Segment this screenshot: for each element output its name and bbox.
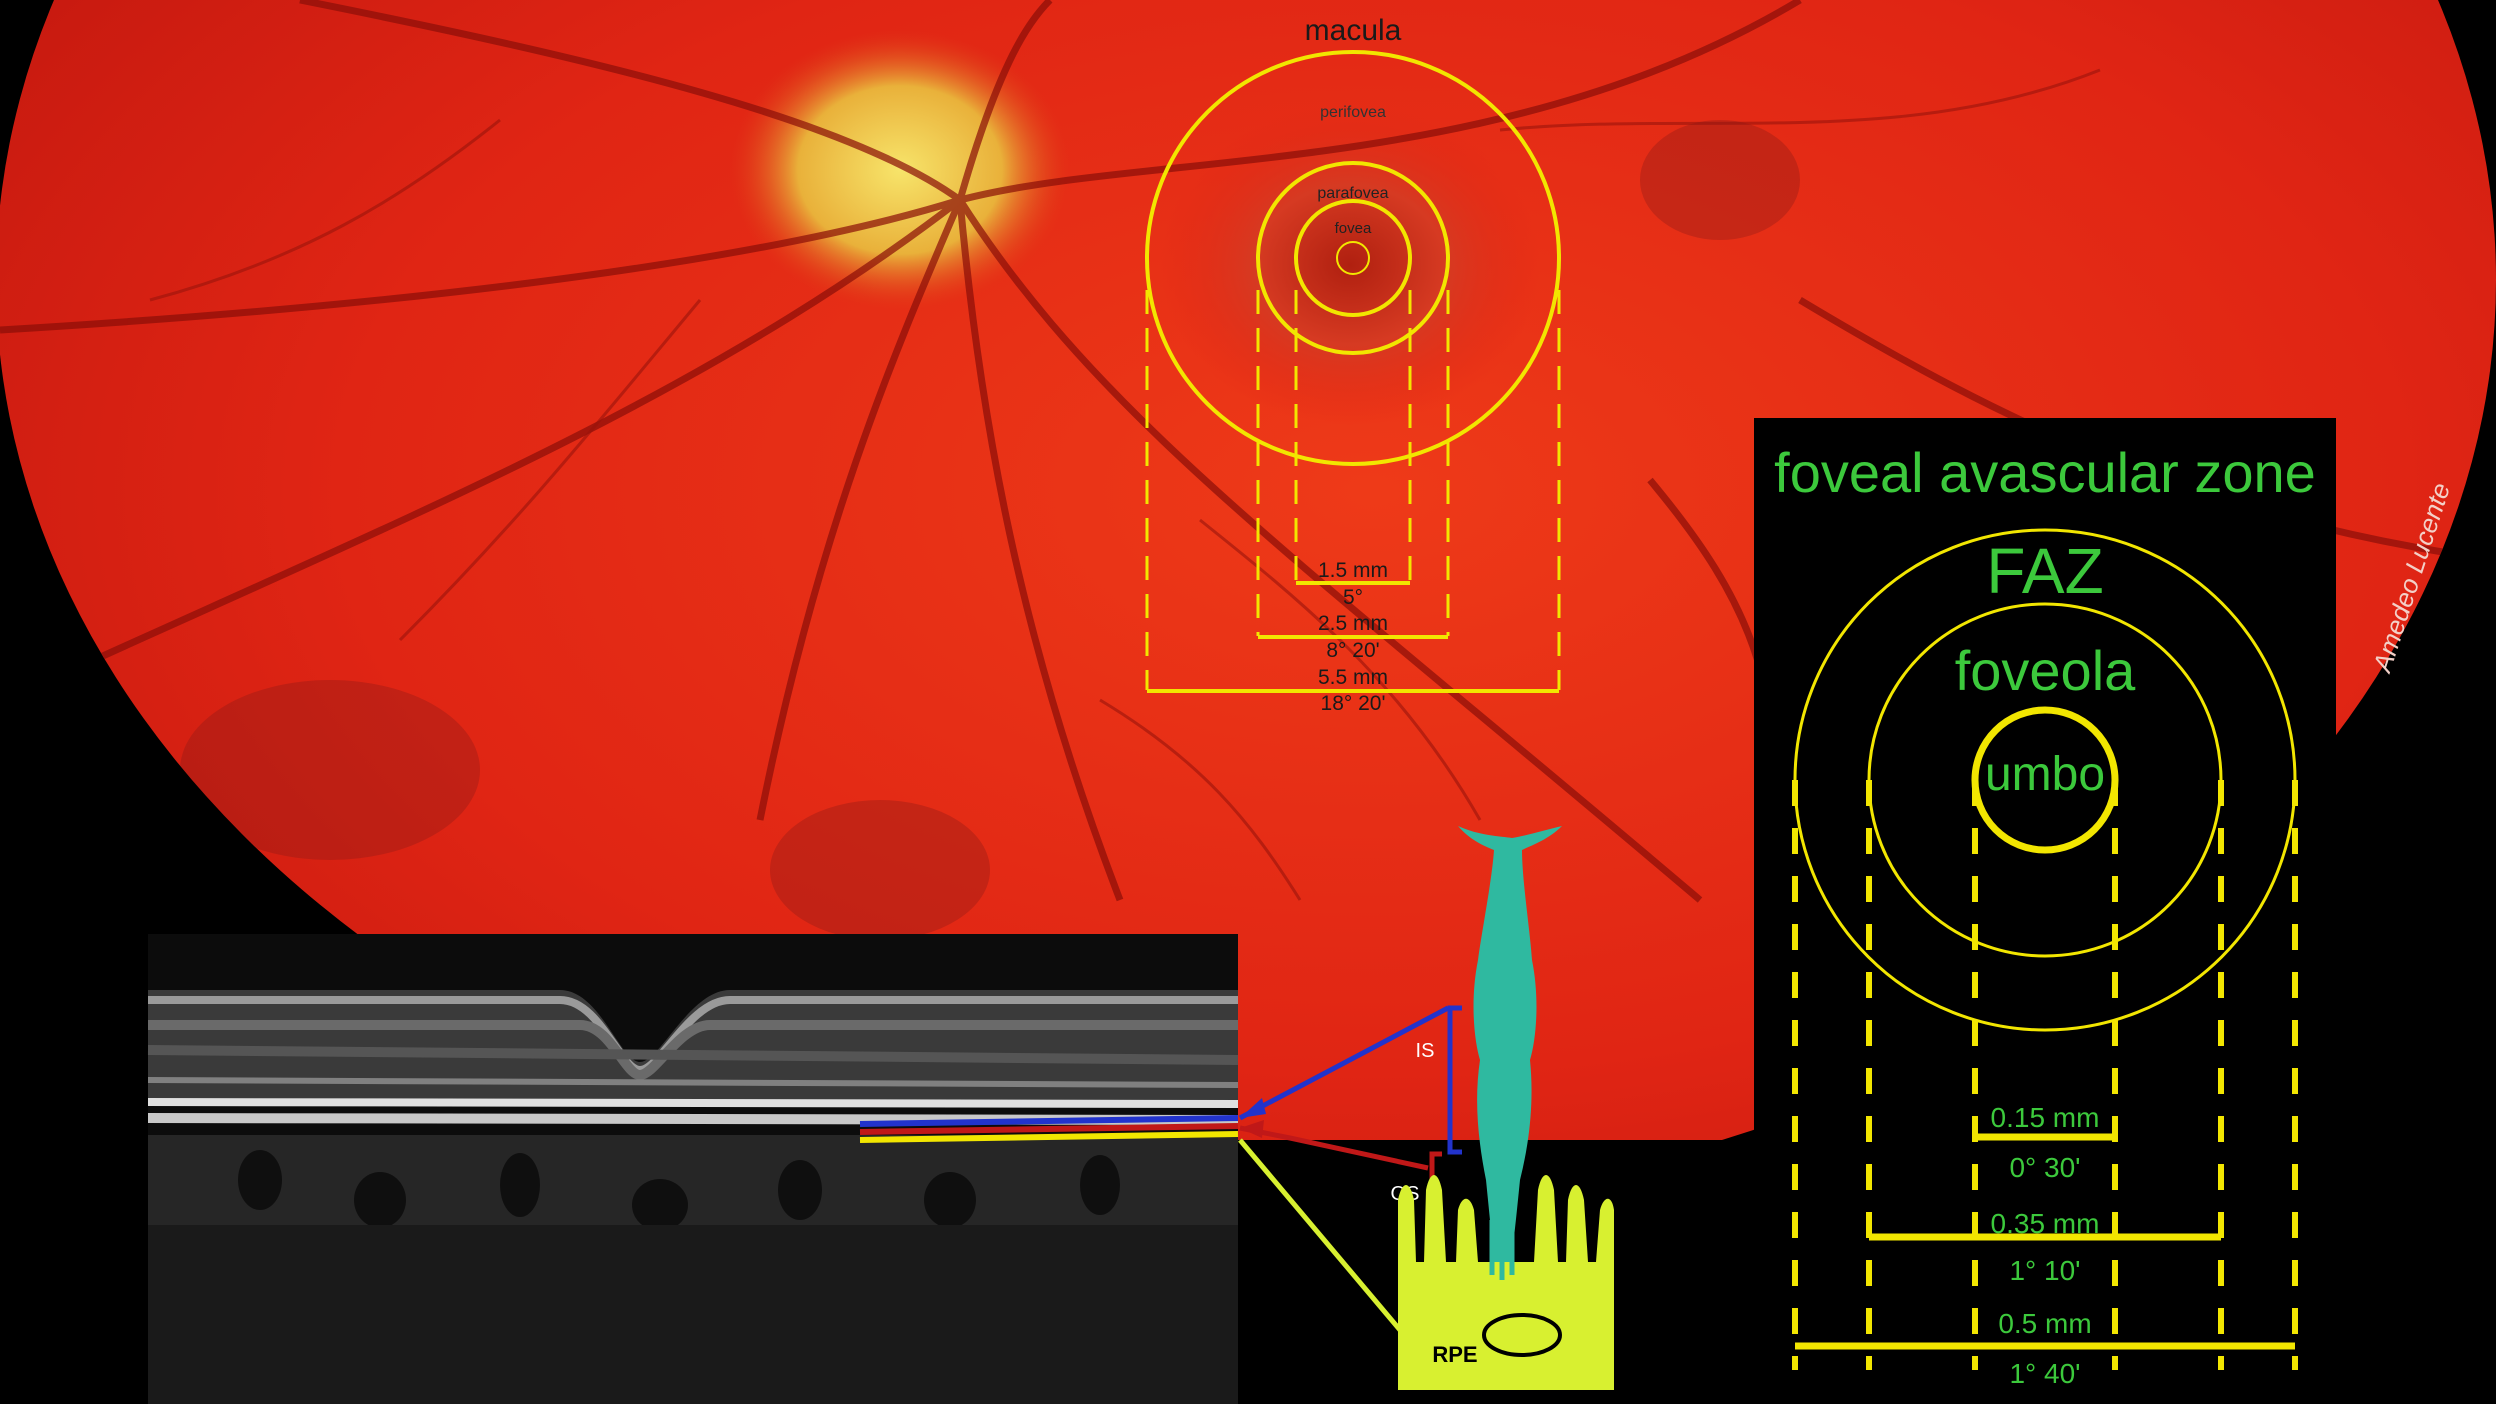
macula-angle-2: 8° 20' — [1326, 639, 1379, 662]
parafovea-label: parafovea — [1317, 185, 1388, 202]
faz-label: FAZ — [1986, 535, 2103, 607]
faz-measure-2: 0.35 mm — [1991, 1208, 2100, 1239]
foveola-label: foveola — [1955, 639, 2136, 702]
macula-measure-1: 1.5 mm — [1318, 559, 1388, 582]
is-label: IS — [1416, 1040, 1435, 1062]
faz-angle-3: 1° 40' — [2009, 1358, 2080, 1389]
umbo-label: umbo — [1985, 748, 2105, 801]
macula-angle-1: 5° — [1343, 586, 1363, 609]
faz-measure-3: 0.5 mm — [1998, 1308, 2091, 1339]
fovea-label: fovea — [1335, 220, 1372, 237]
macula-title: macula — [1305, 14, 1402, 47]
oct-scan — [148, 934, 1238, 1404]
macula-measure-2: 2.5 mm — [1318, 612, 1388, 635]
rpe-label: RPE — [1432, 1342, 1477, 1367]
macula-measure-3: 5.5 mm — [1318, 666, 1388, 689]
faz-panel-title: foveal avascular zone — [1774, 441, 2316, 504]
faz-angle-2: 1° 10' — [2009, 1255, 2080, 1286]
faz-panel: foveal avascular zone FAZ foveola umbo 0… — [1754, 418, 2336, 1404]
oct-colored-layers — [860, 1118, 1238, 1140]
macula-angle-3: 18° 20' — [1321, 692, 1386, 715]
faz-angle-1: 0° 30' — [2009, 1152, 2080, 1183]
faz-measure-1: 0.15 mm — [1991, 1102, 2100, 1133]
perifovea-label: perifovea — [1320, 104, 1386, 121]
